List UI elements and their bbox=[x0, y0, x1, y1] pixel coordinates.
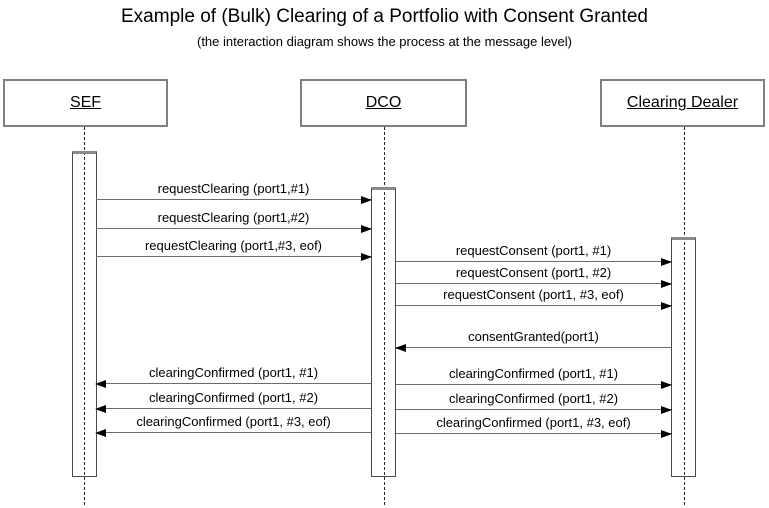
message-request-consent-3: requestConsent (port1, #3, eof) bbox=[396, 287, 672, 310]
arrowhead-right-icon bbox=[661, 258, 672, 266]
message-line bbox=[96, 408, 371, 409]
arrowhead-right-icon bbox=[361, 253, 372, 261]
arrowhead-right-icon bbox=[661, 280, 672, 288]
message-label: requestConsent (port1, #1) bbox=[455, 243, 612, 258]
actor-box-dco: DCO bbox=[300, 79, 467, 127]
message-line bbox=[96, 432, 371, 433]
message-label: consentGranted(port1) bbox=[468, 329, 599, 344]
message-line bbox=[96, 256, 371, 257]
message-label: requestClearing (port1,#2) bbox=[157, 210, 310, 225]
arrowhead-right-icon bbox=[661, 430, 672, 438]
activation-sef bbox=[72, 151, 97, 477]
message-label: clearingConfirmed (port1, #1) bbox=[448, 366, 619, 381]
message-request-consent-1: requestConsent (port1, #1) bbox=[396, 243, 672, 266]
lifeline-dco bbox=[384, 127, 385, 505]
message-label: requestClearing (port1,#3, eof) bbox=[144, 238, 323, 253]
actor-label-dco: DCO bbox=[365, 94, 402, 111]
actor-box-sef: SEF bbox=[3, 79, 168, 127]
message-label: clearingConfirmed (port1, #3, eof) bbox=[436, 415, 631, 430]
arrowhead-right-icon bbox=[661, 381, 672, 389]
arrowhead-left-icon bbox=[95, 380, 106, 388]
message-line bbox=[396, 433, 671, 434]
message-label: requestClearing (port1,#1) bbox=[157, 181, 310, 196]
message-consent-granted: consentGranted(port1) bbox=[395, 329, 671, 352]
arrowhead-left-icon bbox=[95, 405, 106, 413]
arrowhead-right-icon bbox=[661, 302, 672, 310]
actor-label-sef: SEF bbox=[69, 94, 102, 111]
message-clearing-confirmed-dealer-3: clearingConfirmed (port1, #3, eof) bbox=[396, 415, 672, 438]
lifeline-sef bbox=[84, 127, 85, 505]
activation-dco bbox=[371, 187, 396, 477]
arrowhead-left-icon bbox=[395, 344, 406, 352]
message-line bbox=[396, 384, 671, 385]
message-label: requestConsent (port1, #2) bbox=[455, 265, 612, 280]
message-request-consent-2: requestConsent (port1, #2) bbox=[396, 265, 672, 288]
diagram-title: Example of (Bulk) Clearing of a Portfoli… bbox=[121, 6, 648, 27]
message-line bbox=[396, 283, 671, 284]
message-line bbox=[96, 199, 371, 200]
message-line bbox=[396, 261, 671, 262]
arrowhead-left-icon bbox=[95, 429, 106, 437]
actor-label-clearing-dealer: Clearing Dealer bbox=[626, 94, 739, 111]
message-line bbox=[396, 347, 671, 348]
message-request-clearing-2: requestClearing (port1,#2) bbox=[96, 210, 372, 233]
message-label: clearingConfirmed (port1, #2) bbox=[148, 390, 319, 405]
arrowhead-right-icon bbox=[361, 196, 372, 204]
message-line bbox=[96, 228, 371, 229]
message-clearing-confirmed-sef-3: clearingConfirmed (port1, #3, eof) bbox=[95, 414, 371, 437]
message-line bbox=[96, 383, 371, 384]
activation-clearing-dealer bbox=[671, 237, 696, 477]
message-clearing-confirmed-sef-1: clearingConfirmed (port1, #1) bbox=[95, 365, 371, 388]
message-line bbox=[396, 409, 671, 410]
message-request-clearing-3: requestClearing (port1,#3, eof) bbox=[96, 238, 372, 261]
message-clearing-confirmed-dealer-1: clearingConfirmed (port1, #1) bbox=[396, 366, 672, 389]
message-label: clearingConfirmed (port1, #2) bbox=[448, 391, 619, 406]
lifeline-clearing-dealer bbox=[684, 127, 685, 505]
message-label: requestConsent (port1, #3, eof) bbox=[443, 287, 624, 302]
message-label: clearingConfirmed (port1, #3, eof) bbox=[136, 414, 331, 429]
diagram-subtitle: (the interaction diagram shows the proce… bbox=[196, 34, 573, 49]
actor-box-clearing-dealer: Clearing Dealer bbox=[600, 79, 765, 127]
message-clearing-confirmed-sef-2: clearingConfirmed (port1, #2) bbox=[95, 390, 371, 413]
message-clearing-confirmed-dealer-2: clearingConfirmed (port1, #2) bbox=[396, 391, 672, 414]
arrowhead-right-icon bbox=[661, 406, 672, 414]
arrowhead-right-icon bbox=[361, 225, 372, 233]
message-line bbox=[396, 305, 671, 306]
message-request-clearing-1: requestClearing (port1,#1) bbox=[96, 181, 372, 204]
message-label: clearingConfirmed (port1, #1) bbox=[148, 365, 319, 380]
